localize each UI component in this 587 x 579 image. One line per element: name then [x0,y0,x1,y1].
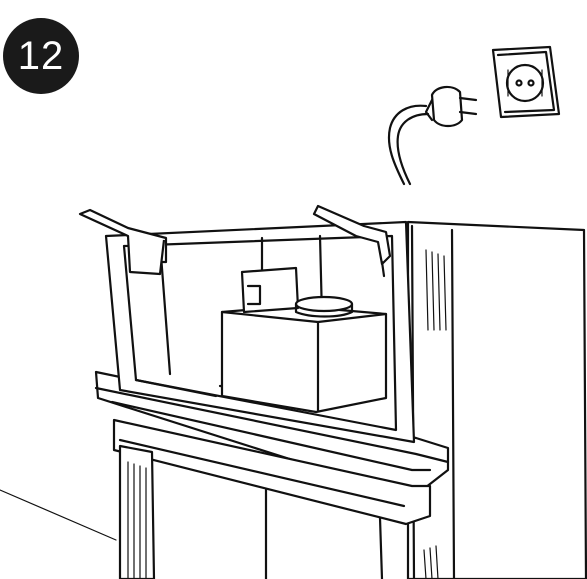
wall-socket-icon [493,47,559,117]
cabinet-side [408,222,586,579]
power-plug-icon [389,87,476,184]
wall-floor-line [0,490,116,540]
